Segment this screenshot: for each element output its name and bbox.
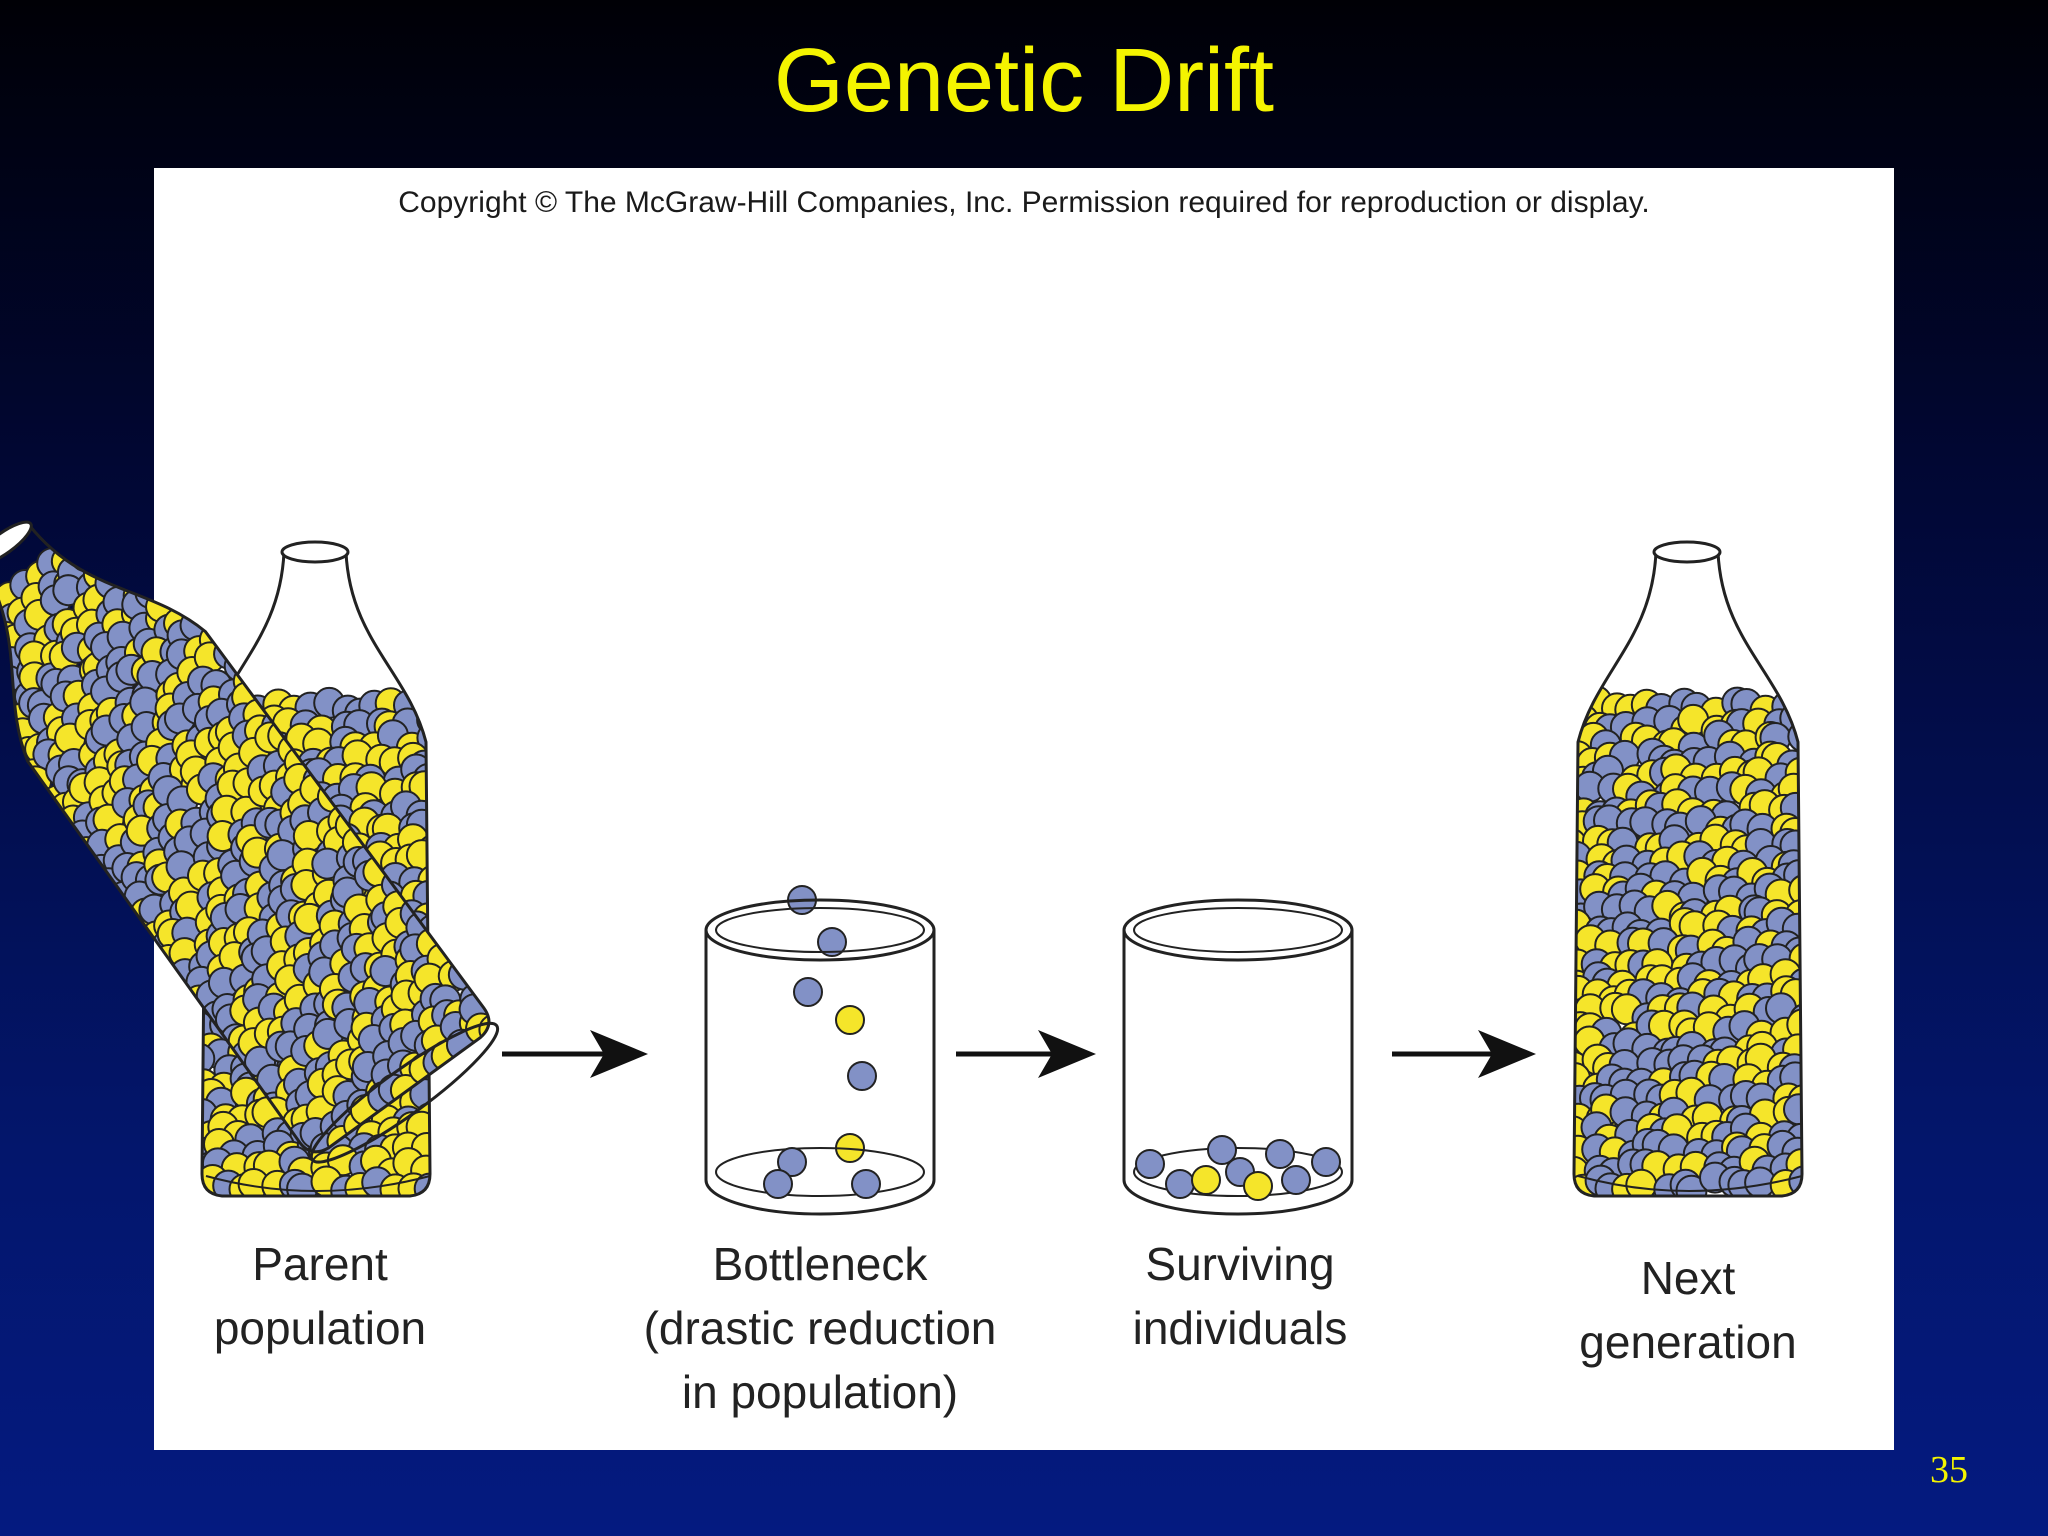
label-next-generation: Next generation xyxy=(1528,1246,1848,1374)
next-generation-beads xyxy=(1574,685,1802,1196)
arrow-parent-to-bottleneck xyxy=(502,1030,648,1078)
yellow-bead xyxy=(107,549,140,582)
label-line: Bottleneck xyxy=(712,1238,928,1290)
label-line: generation xyxy=(1579,1316,1797,1368)
blue-bead xyxy=(1207,1135,1237,1165)
blue-bead xyxy=(102,503,135,536)
label-parent-population: Parent population xyxy=(160,1232,480,1360)
yellow-bead xyxy=(1786,1008,1802,1041)
label-line: Parent xyxy=(252,1238,388,1290)
blue-bead xyxy=(1165,1169,1195,1199)
blue-bead xyxy=(1281,1165,1311,1195)
page-number: 35 xyxy=(1930,1449,1968,1491)
blue-bead xyxy=(0,679,1,712)
yellow-bead xyxy=(1788,874,1802,907)
yellow-bead xyxy=(120,508,153,541)
blue-bead xyxy=(817,927,847,957)
bottleneck-cup xyxy=(704,898,936,1216)
blue-bead xyxy=(121,524,154,557)
blue-bead xyxy=(149,559,182,592)
surviving-cup xyxy=(1122,898,1354,1216)
yellow-bead xyxy=(103,529,136,562)
label-line: Next xyxy=(1640,1252,1736,1304)
bottleneck-cup-beads xyxy=(763,1147,881,1199)
arrow-surviving-to-next xyxy=(1392,1030,1536,1078)
blue-bead xyxy=(793,977,823,1007)
blue-bead xyxy=(777,1147,807,1177)
surviving-cup-beads xyxy=(1135,1135,1341,1201)
blue-bead xyxy=(80,521,113,554)
blue-bead xyxy=(847,1061,877,1091)
yellow-bead xyxy=(85,534,118,567)
parent-population-bottle xyxy=(200,540,432,1198)
blue-bead xyxy=(202,1042,216,1075)
pouring-bottle xyxy=(0,503,500,1164)
yellow-bead xyxy=(835,1005,865,1035)
label-line: in population) xyxy=(681,1366,959,1418)
yellow-bead xyxy=(1243,1171,1273,1201)
blue-bead xyxy=(1311,1147,1341,1177)
label-line: individuals xyxy=(1132,1302,1348,1354)
blue-bead xyxy=(0,662,6,695)
yellow-bead xyxy=(92,509,125,542)
yellow-bead xyxy=(0,617,2,659)
yellow-bead xyxy=(1191,1165,1221,1195)
pouring-bottle-beads xyxy=(0,503,497,1160)
label-line: Surviving xyxy=(1145,1238,1335,1290)
blue-bead xyxy=(851,1169,881,1199)
arrow-bottleneck-to-surviving xyxy=(956,1030,1096,1078)
blue-bead xyxy=(1265,1139,1295,1169)
blue-bead xyxy=(131,558,164,591)
label-line: (drastic reduction xyxy=(643,1302,997,1354)
copyright-notice: Copyright © The McGraw-Hill Companies, I… xyxy=(398,186,1650,219)
label-line: population xyxy=(213,1302,427,1354)
label-surviving-individuals: Surviving individuals xyxy=(1080,1232,1400,1360)
label-bottleneck: Bottleneck (drastic reduction in populat… xyxy=(600,1232,1040,1424)
blue-bead xyxy=(763,1169,793,1199)
falling-beads xyxy=(787,885,877,1163)
blue-bead xyxy=(132,537,165,570)
yellow-bead xyxy=(108,538,141,571)
yellow-bead xyxy=(119,554,152,587)
blue-bead xyxy=(1135,1149,1165,1179)
blue-bead xyxy=(0,640,3,673)
yellow-bead xyxy=(0,701,6,734)
yellow-bead xyxy=(405,839,430,872)
slide-title: Genetic Drift xyxy=(773,31,1275,131)
blue-bead xyxy=(1574,686,1588,719)
blue-bead xyxy=(1783,1093,1802,1126)
next-generation-bottle xyxy=(1572,540,1804,1198)
